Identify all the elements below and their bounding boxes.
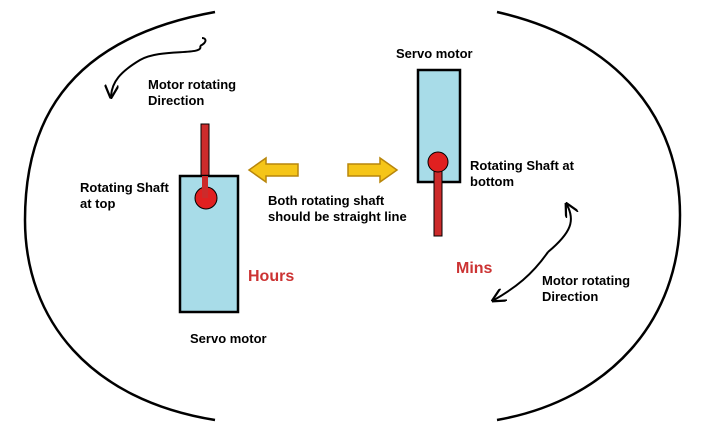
right-servo-shaft xyxy=(433,161,443,237)
left-servo-motor-label: Servo motor xyxy=(190,331,267,346)
right-servo-motor-label: Servo motor xyxy=(396,46,473,61)
right-rotation-arrow-bottom xyxy=(494,251,549,300)
mins-label: Mins xyxy=(456,260,493,277)
left-rotation-arrow-tail xyxy=(199,37,207,47)
left-servo-shaft-front xyxy=(202,176,208,198)
left-boundary-arc xyxy=(23,10,216,422)
right-shaft-label: Rotating Shaft at bottom xyxy=(470,158,574,189)
right-rotation-arrow-top xyxy=(547,205,571,253)
left-direction-label: Motor rotating Direction xyxy=(148,77,237,108)
left-rotation-arrow xyxy=(111,45,202,96)
right-direction-label: Motor rotating Direction xyxy=(542,273,631,304)
hours-label: Hours xyxy=(248,268,295,285)
left-pointing-block-arrow xyxy=(247,156,299,184)
center-note-label: Both rotating shaft should be straight l… xyxy=(268,193,407,224)
right-servo-hub xyxy=(427,151,449,173)
right-boundary-arc xyxy=(496,10,682,422)
right-pointing-block-arrow xyxy=(347,156,399,184)
left-shaft-label: Rotating Shaft at top xyxy=(80,180,169,211)
